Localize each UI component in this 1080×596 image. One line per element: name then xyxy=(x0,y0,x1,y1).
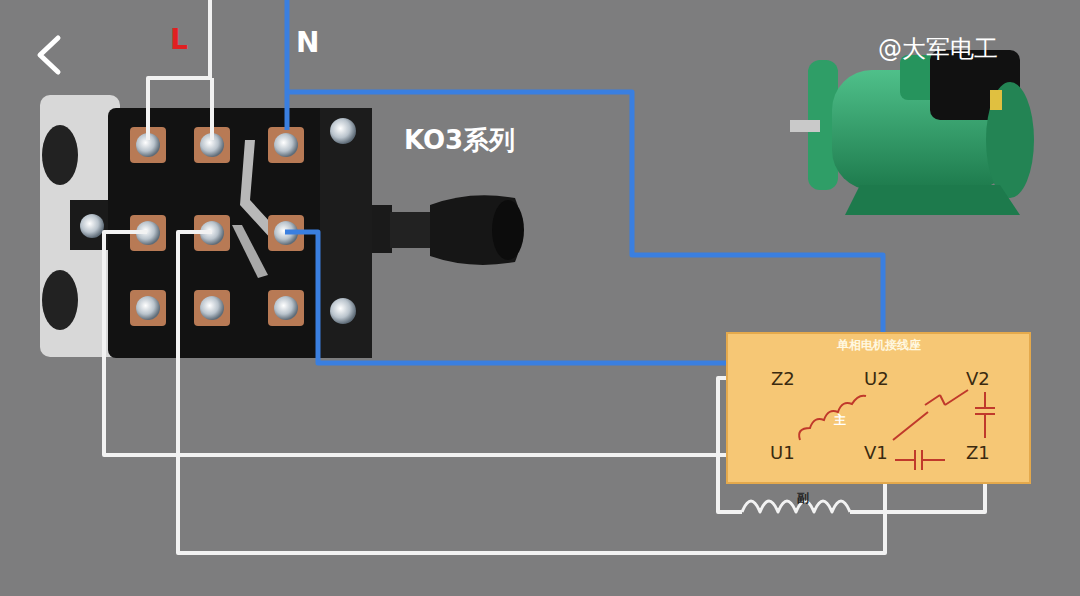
neutral-label: N xyxy=(296,28,319,59)
terminal-screw xyxy=(136,296,160,320)
terminal-name: U1 xyxy=(770,443,795,463)
phase-label: L xyxy=(170,25,188,56)
terminal-screw xyxy=(274,296,298,320)
terminal-pad xyxy=(268,127,304,163)
motor-picture xyxy=(790,50,1034,215)
terminal-name: V1 xyxy=(864,443,888,463)
terminal-name: V2 xyxy=(966,369,990,389)
ko3-switch xyxy=(40,95,524,358)
terminal-screw xyxy=(200,296,224,320)
terminal-name: Z1 xyxy=(966,443,990,463)
winding-label: 副 xyxy=(797,492,809,505)
box-title: 单相电机接线座 xyxy=(727,333,1030,354)
terminal-pad xyxy=(194,290,230,326)
watermark: @大军电工 xyxy=(878,36,998,62)
terminal-pad xyxy=(268,290,304,326)
terminal-pad xyxy=(130,290,166,326)
terminal-name: Z2 xyxy=(771,369,795,389)
terminal-screw xyxy=(274,133,298,157)
back-icon xyxy=(40,38,58,72)
terminal-screws xyxy=(130,127,304,326)
model-label: KO3系列 xyxy=(404,126,515,155)
terminal-board xyxy=(727,333,1030,483)
winding-label: 主 xyxy=(834,414,846,427)
terminal-name: U2 xyxy=(864,369,889,389)
